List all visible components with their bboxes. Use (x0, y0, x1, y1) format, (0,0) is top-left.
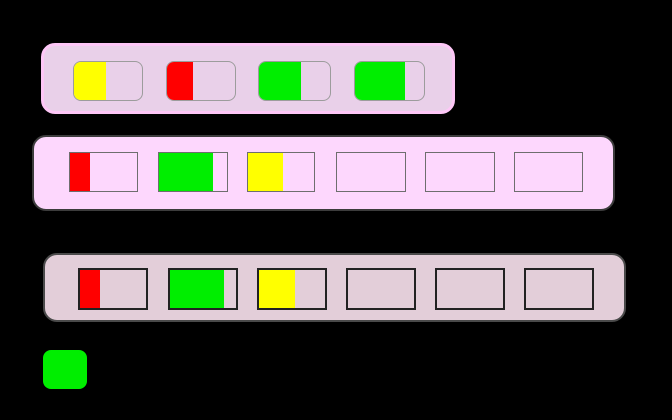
cluster-bottom-slot-5 (435, 268, 505, 310)
cluster-middle (32, 135, 615, 211)
cluster-middle-slot-6 (514, 152, 583, 192)
yellow-progress-fill (248, 153, 283, 191)
cluster-middle-slot-2 (158, 152, 228, 192)
red-progress-fill (70, 153, 91, 191)
cluster-top-slot-4 (354, 61, 425, 101)
cluster-top-slot-3 (258, 61, 331, 101)
cluster-top-slot-1 (73, 61, 143, 101)
red-progress-fill (167, 62, 193, 100)
cluster-bottom (43, 253, 626, 322)
cluster-middle-slot-3 (247, 152, 315, 192)
cluster-bottom-slot-1 (78, 268, 148, 310)
cluster-bottom-slot-2 (168, 268, 238, 310)
cluster-top (41, 43, 455, 114)
legend-green-swatch (43, 350, 87, 389)
cluster-middle-slot-4 (336, 152, 406, 192)
green-progress-fill (159, 153, 214, 191)
cluster-bottom-slot-4 (346, 268, 416, 310)
cluster-middle-slot-1 (69, 152, 138, 192)
green-progress-fill (170, 270, 225, 308)
cluster-bottom-slot-6 (524, 268, 594, 310)
green-progress-fill (355, 62, 406, 100)
red-progress-fill (80, 270, 100, 308)
yellow-progress-fill (259, 270, 295, 308)
green-progress-fill (259, 62, 301, 100)
cluster-bottom-slot-3 (257, 268, 327, 310)
cluster-middle-slot-5 (425, 152, 495, 192)
cluster-top-slot-2 (166, 61, 236, 101)
yellow-progress-fill (74, 62, 106, 100)
